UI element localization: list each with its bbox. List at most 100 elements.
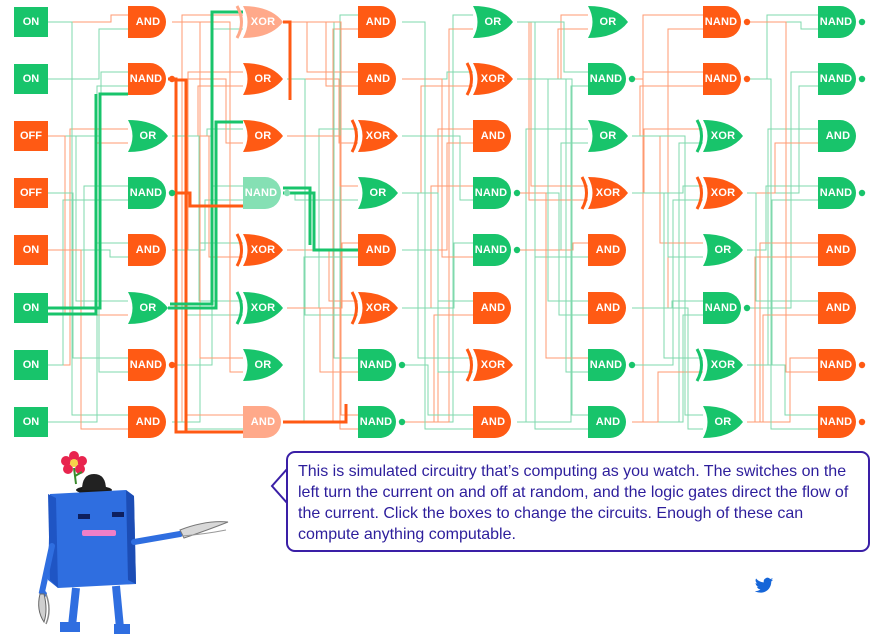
gate-and-c5-r5[interactable]: AND: [588, 234, 630, 266]
gate-xor-c4-r7[interactable]: XOR: [465, 348, 515, 382]
wire: [287, 307, 358, 373]
gate-or-c2-r2[interactable]: OR: [243, 63, 285, 95]
wire: [517, 192, 588, 359]
gate-xor-c6-r4[interactable]: XOR: [695, 176, 745, 210]
switch-6[interactable]: ON: [14, 293, 48, 323]
wire: [632, 371, 703, 423]
gate-nand-c2-r4[interactable]: NAND: [243, 177, 291, 209]
gate-nand-c4-r4[interactable]: NAND: [473, 177, 521, 209]
active-wire: [48, 94, 98, 316]
gate-nand-c7-r1[interactable]: NAND: [818, 6, 866, 38]
gate-or-c2-r3[interactable]: OR: [243, 120, 285, 152]
wire: [517, 14, 588, 80]
wire: [632, 135, 703, 416]
active-wire: [170, 78, 188, 432]
wire: [48, 249, 128, 430]
gate-nand-c7-r8[interactable]: NAND: [818, 406, 866, 438]
gate-nand-c5-r7[interactable]: NAND: [588, 349, 636, 381]
twitter-icon[interactable]: [754, 577, 774, 595]
gate-nand-c5-r2[interactable]: NAND: [588, 63, 636, 95]
wire: [747, 21, 818, 373]
wire: [48, 242, 128, 423]
switch-1[interactable]: ON: [14, 7, 48, 37]
wire: [517, 78, 588, 416]
gate-nand-c6-r1[interactable]: NAND: [703, 6, 751, 38]
gate-xor-c3-r6[interactable]: XOR: [350, 291, 400, 325]
gate-or-c6-r5[interactable]: OR: [703, 234, 745, 266]
gate-or-c4-r1[interactable]: OR: [473, 6, 515, 38]
gate-nand-c7-r2[interactable]: NAND: [818, 63, 866, 95]
wire: [172, 71, 243, 251]
gate-and-c1-r5[interactable]: AND: [128, 234, 170, 266]
bowler-hat: [76, 474, 112, 494]
gate-nand-c6-r2[interactable]: NAND: [703, 63, 751, 95]
wire: [747, 242, 818, 423]
gate-xor-c6-r3[interactable]: XOR: [695, 119, 745, 153]
gate-and-c7-r6[interactable]: AND: [818, 292, 860, 324]
gate-nand-c7-r7[interactable]: NAND: [818, 349, 866, 381]
wire: [402, 192, 473, 359]
wire: [48, 135, 128, 302]
gate-or-c6-r8[interactable]: OR: [703, 406, 745, 438]
gate-and-c1-r1[interactable]: AND: [128, 6, 170, 38]
gate-xor-c2-r6[interactable]: XOR: [235, 291, 285, 325]
gate-nand-c4-r5[interactable]: NAND: [473, 234, 521, 266]
gate-xor-c5-r4[interactable]: XOR: [580, 176, 630, 210]
gate-or-c5-r1[interactable]: OR: [588, 6, 630, 38]
gate-and-c3-r2[interactable]: AND: [358, 63, 400, 95]
gate-and-c5-r8[interactable]: AND: [588, 406, 630, 438]
wire: [747, 357, 818, 423]
switch-8[interactable]: ON: [14, 407, 48, 437]
gate-and-c5-r6[interactable]: AND: [588, 292, 630, 324]
gate-and-c4-r3[interactable]: AND: [473, 120, 515, 152]
wire: [517, 21, 588, 430]
wire: [517, 142, 588, 251]
switch-3[interactable]: OFF: [14, 121, 48, 151]
gate-nand-c3-r8[interactable]: NAND: [358, 406, 406, 438]
switch-7[interactable]: ON: [14, 350, 48, 380]
wire: [48, 71, 128, 137]
gate-or-c1-r3[interactable]: OR: [128, 120, 170, 152]
gate-xor-c3-r3[interactable]: XOR: [350, 119, 400, 153]
wire: [172, 28, 243, 137]
gate-nand-c1-r2[interactable]: NAND: [128, 63, 176, 95]
switch-4[interactable]: OFF: [14, 178, 48, 208]
gate-and-c2-r8[interactable]: AND: [243, 406, 285, 438]
gate-xor-c6-r7[interactable]: XOR: [695, 348, 745, 382]
active-wire: [283, 186, 312, 245]
gate-xor-c2-r5[interactable]: XOR: [235, 233, 285, 267]
gate-or-c2-r7[interactable]: OR: [243, 349, 285, 381]
wire: [287, 21, 358, 416]
gate-nand-c3-r7[interactable]: NAND: [358, 349, 406, 381]
gate-and-c1-r8[interactable]: AND: [128, 406, 170, 438]
gate-xor-c2-r1[interactable]: XOR: [235, 5, 285, 39]
active-wire: [168, 77, 243, 434]
wire: [287, 135, 358, 187]
gate-or-c3-r4[interactable]: OR: [358, 177, 400, 209]
gate-and-c3-r1[interactable]: AND: [358, 6, 400, 38]
gate-nand-c7-r4[interactable]: NAND: [818, 177, 866, 209]
wire: [517, 78, 588, 258]
gate-nand-c6-r6[interactable]: NAND: [703, 292, 751, 324]
gate-and-c7-r5[interactable]: AND: [818, 234, 860, 266]
gate-and-c3-r5[interactable]: AND: [358, 234, 400, 266]
switch-2[interactable]: ON: [14, 64, 48, 94]
gate-and-c7-r3[interactable]: AND: [818, 120, 860, 152]
wire: [287, 21, 358, 87]
gate-xor-c4-r2[interactable]: XOR: [465, 62, 515, 96]
gate-or-c5-r3[interactable]: OR: [588, 120, 630, 152]
gate-nand-c1-r7[interactable]: NAND: [128, 349, 176, 381]
gate-and-c4-r6[interactable]: AND: [473, 292, 515, 324]
gate-or-c1-r6[interactable]: OR: [128, 292, 170, 324]
gate-and-c4-r8[interactable]: AND: [473, 406, 515, 438]
active-wire: [168, 120, 243, 310]
wire: [402, 314, 473, 423]
wire: [747, 192, 818, 302]
switch-5[interactable]: ON: [14, 235, 48, 265]
wire: [632, 192, 703, 359]
wire: [172, 249, 243, 430]
wire: [747, 199, 818, 366]
wire: [172, 185, 243, 366]
gate-nand-c1-r4[interactable]: NAND: [128, 177, 176, 209]
wire: [517, 85, 588, 423]
